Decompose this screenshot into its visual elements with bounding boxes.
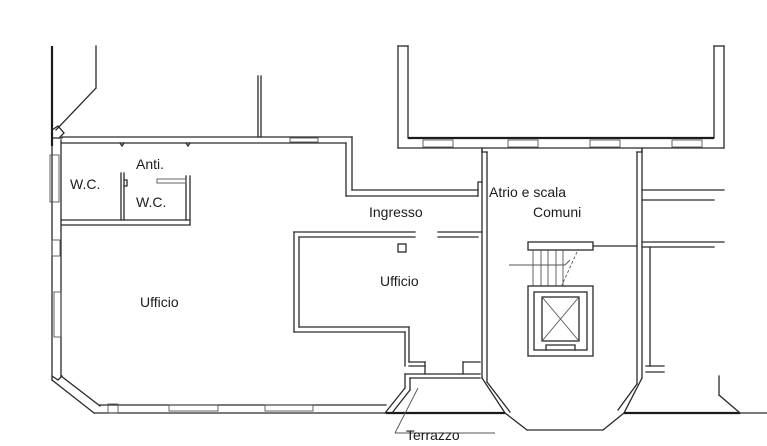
room-label-anti: Anti. <box>136 156 165 172</box>
room-label-ingresso: Ingresso <box>369 204 423 220</box>
wc-block <box>61 172 191 226</box>
exterior-wall-bottom <box>93 403 505 415</box>
room-label-wc: W.C. <box>136 194 167 210</box>
room-label-atrio: Atrio e scala <box>489 184 567 200</box>
staircase <box>509 241 638 286</box>
room-label-comuni: Comuni <box>533 204 582 220</box>
right-wing-walls <box>641 189 767 414</box>
elevator-shaft <box>527 285 594 357</box>
wall-top-left <box>61 75 479 197</box>
room-label-ufficio: Ufficio <box>140 294 179 310</box>
central-office-walls <box>293 231 483 367</box>
room-label-wc: W.C. <box>70 176 101 192</box>
column <box>397 243 407 253</box>
atrio-walls <box>477 149 740 431</box>
room-label-ufficio: Ufficio <box>380 273 419 289</box>
terrace-walls <box>384 361 495 434</box>
upper-courtyard-walls <box>397 45 725 153</box>
room-label-terrazzo: Terrazzo <box>406 427 460 443</box>
exterior-wall-left <box>49 45 101 414</box>
